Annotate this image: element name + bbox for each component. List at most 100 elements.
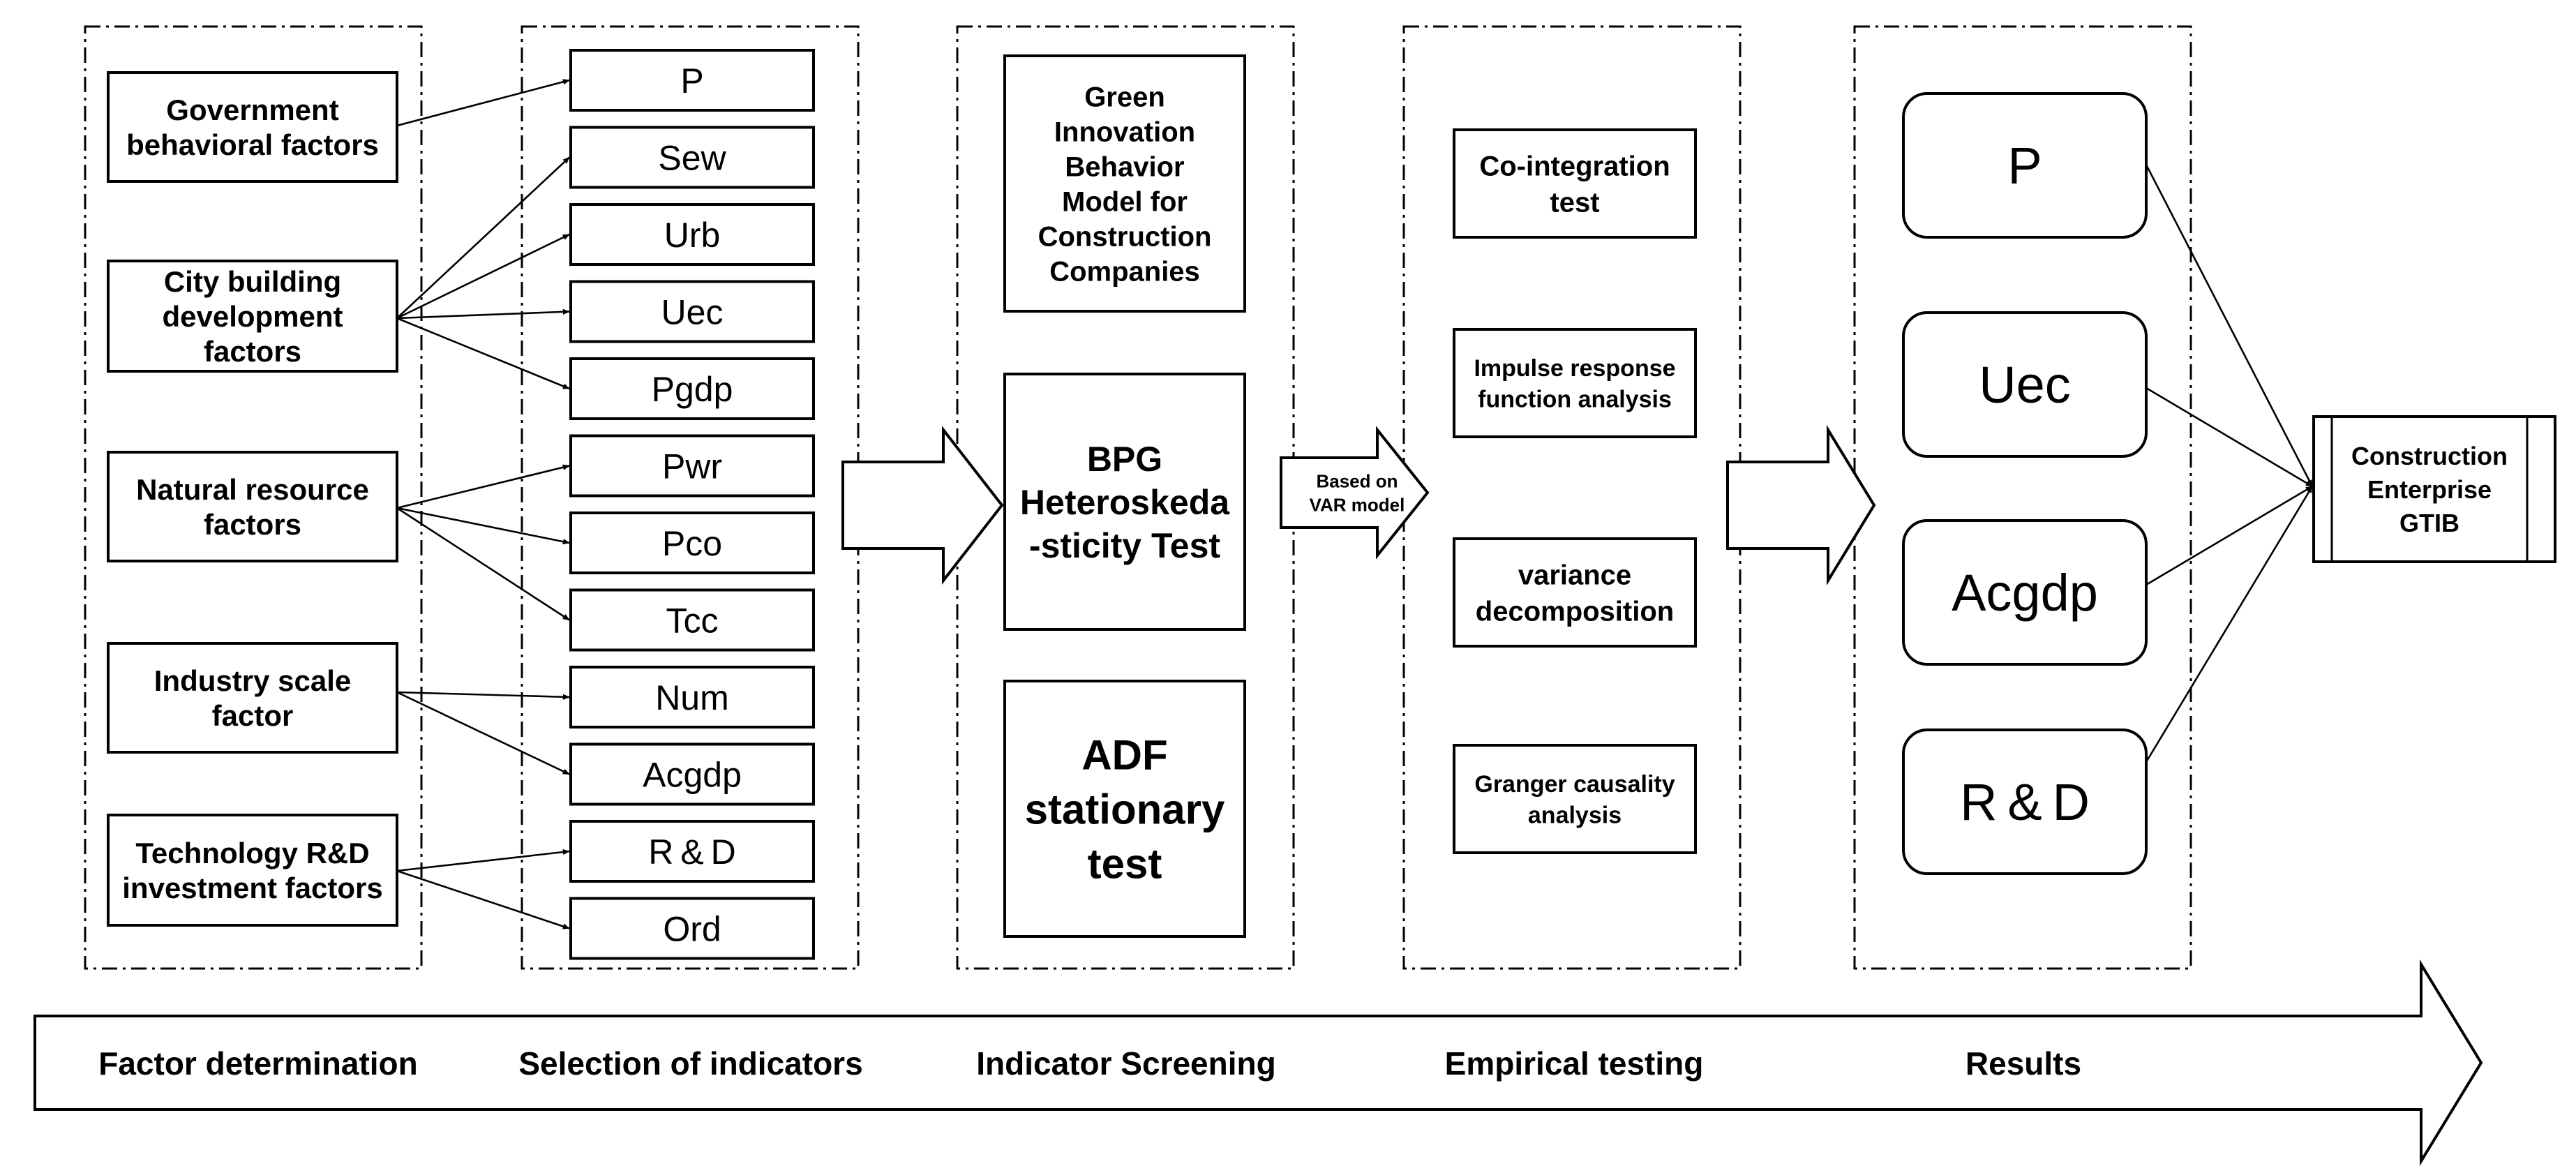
test-label-vardec-line: variance [1518,560,1631,590]
screening-label-model-line: Companies [1049,256,1200,287]
result-label-acgdp: Acgdp [1952,564,2098,622]
link-city-to-uec [396,308,570,320]
indicator-box-r-d: R & D [569,820,815,883]
screening-label-bpg-line: BPG [1087,440,1162,479]
test-label-impulse-line: Impulse response [1474,355,1675,382]
factor-label-city-line: development [162,300,343,333]
test-label-impulse-line: function analysis [1478,386,1672,412]
link-tech-to-r-d [396,849,570,872]
screening-label-model-line: Construction [1038,221,1212,252]
link-tech-to-ord [396,869,570,929]
indicator-label-r-d: R & D [648,832,736,872]
target-label-line: Enterprise [2367,475,2492,504]
indicator-label-p: P [680,61,703,100]
indicator-box-uec: Uec [569,280,815,343]
flow-arrow-to-screening [841,426,1004,585]
link-nat-to-pco [396,507,570,545]
factor-label-nat-line: factors [204,508,301,541]
screening-label-model-line: Model for [1062,186,1188,217]
factor-label-ind-line: Industry scale [154,664,351,697]
result-link-uec [2146,387,2313,488]
indicator-label-ord: Ord [663,910,721,949]
var-model-arrow [1280,426,1430,560]
indicator-label-pgdp: Pgdp [652,370,733,409]
link-ind-to-num [396,691,570,700]
factor-label-tech-line: Technology R&D [135,837,369,869]
result-link-p [2145,164,2314,487]
indicator-label-uec: Uec [661,293,724,332]
stage-label-empirical-testing: Empirical testing [1445,1045,1704,1082]
factor-label-nat-line: Natural resource [136,473,369,506]
stage-label-indicator-screening: Indicator Screening [976,1045,1275,1082]
test-label-impulse: Impulse response function analysis [1474,355,1675,412]
var-model-label-line: VAR model [1310,494,1405,515]
factor-label-gov-line: behavioral factors [126,128,379,161]
result-box-p: P [1902,92,2148,239]
indicator-box-pgdp: Pgdp [569,357,815,420]
indicator-box-pwr: Pwr [569,434,815,498]
process-stage-arrow [33,959,2483,1167]
screening-label-bpg-line: -sticity Test [1029,526,1220,565]
indicator-box-ord: Ord [569,897,815,960]
var-model-label-line: Based on [1316,470,1398,491]
screening-label-adf-line: test [1088,841,1162,888]
screening-label-adf-line: stationary [1025,786,1225,833]
indicator-box-num: Num [569,666,815,729]
test-label-vardec: variance decomposition [1476,560,1674,627]
indicator-label-pco: Pco [662,524,722,563]
indicator-box-pco: Pco [569,511,815,574]
result-label-r-d: R & D [1960,773,2090,831]
test-label-coint-line: Co-integration [1479,151,1670,181]
screening-box-adf: ADF stationary test [1003,680,1246,938]
factor-label-gov-line: Government [166,94,338,126]
stage-label-results: Results [1965,1045,2081,1082]
result-box-r-d: R & D [1902,729,2148,875]
target-label-line: GTIB [2399,509,2459,537]
indicator-label-acgdp: Acgdp [643,756,742,795]
screening-label-model-line: Behavior [1065,151,1184,182]
link-city-to-sew [396,156,570,319]
factor-label-ind-line: factor [212,699,294,732]
result-label-uec: Uec [1979,356,2071,414]
result-box-acgdp: Acgdp [1902,519,2148,666]
stage-label-factor-determination: Factor determination [98,1045,418,1082]
link-nat-to-tcc [396,507,570,621]
indicator-label-pwr: Pwr [662,447,722,486]
screening-label-model-line: Green [1084,82,1165,112]
test-label-coint-line: test [1550,187,1599,218]
column-factor-determination [84,25,423,970]
stage-label-selection-of-indicators: Selection of indicators [518,1045,862,1082]
test-label-coint: Co-integration test [1479,151,1670,218]
test-box-impulse: Impulse response function analysis [1453,328,1697,438]
screening-label-model-line: Innovation [1054,117,1195,147]
link-nat-to-pwr [396,464,570,509]
indicator-label-urb: Urb [664,216,721,255]
target-label-line: Construction [2351,442,2508,470]
result-link-r-d [2145,486,2314,763]
test-label-granger-line: Granger causality [1474,771,1675,798]
indicator-label-tcc: Tcc [666,602,719,641]
screening-label-adf: ADF stationary test [1025,732,1225,888]
result-label-p: P [2007,137,2042,195]
result-box-uec: Uec [1902,311,2148,458]
test-label-vardec-line: decomposition [1476,596,1674,627]
link-city-to-urb [396,233,570,320]
indicator-box-acgdp: Acgdp [569,742,815,806]
test-box-coint: Co-integration test [1453,128,1697,239]
flow-arrow-to-results [1726,424,1876,586]
screening-label-adf-line: ADF [1081,732,1167,779]
